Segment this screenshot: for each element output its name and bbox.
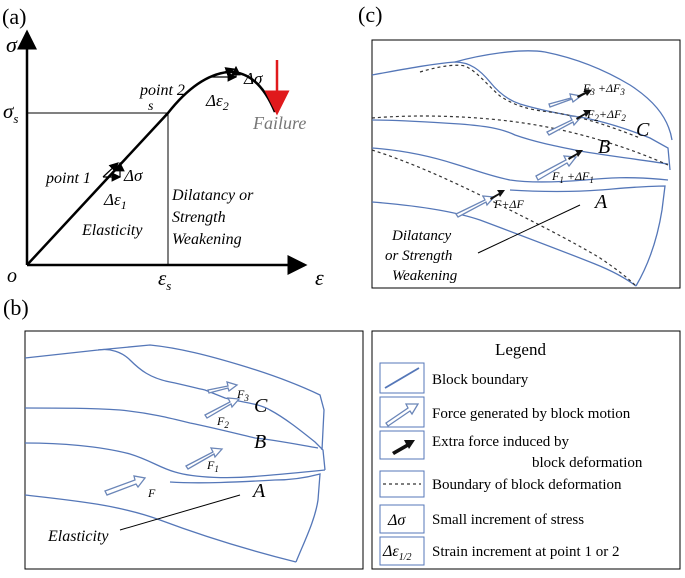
boundary-c-top	[371, 61, 671, 171]
panel-c-frame	[371, 39, 681, 289]
legend-swatch-4	[379, 470, 425, 498]
boundary-c-lower	[509, 185, 666, 287]
force-arrow-F3	[207, 381, 239, 394]
legend-swatch-2	[379, 396, 425, 428]
point1-deps-label: Δε1	[103, 190, 127, 212]
block-B-label-b: B	[254, 431, 266, 453]
force-arrow-F1-dF1	[535, 155, 578, 181]
force-F-label: F	[147, 486, 156, 500]
legend-extra-force-symbol	[392, 440, 415, 455]
point1-tangent-arrow	[102, 162, 119, 178]
panel-c-blocks	[371, 50, 673, 287]
s-label: s	[148, 99, 154, 114]
boundary-b-lower	[169, 473, 321, 563]
point2-dsigma-label: Δσ	[243, 69, 263, 88]
deform-c-2	[371, 115, 669, 166]
force-arrow-F1	[185, 447, 224, 470]
legend-title: Legend	[495, 340, 546, 359]
panel-c-forces	[455, 93, 583, 218]
block-C-label-c: C	[636, 119, 650, 141]
block-B-label-c: B	[598, 136, 610, 158]
force-arrow-F3-dF3	[548, 93, 583, 108]
panel-b-label: (b)	[3, 295, 29, 320]
boundary-c-mid2	[371, 147, 669, 183]
deform-c-3	[371, 149, 637, 287]
boundary-c-outer	[454, 50, 673, 141]
block-A-label-c: A	[593, 191, 608, 213]
panel-c-deformation-boundaries	[371, 64, 669, 287]
deform-c-1	[419, 64, 641, 139]
force-arrow-F2-dF2	[546, 115, 583, 136]
legend-swatch-1	[379, 362, 425, 394]
panel-a: (a) σ o ε σs εs point 1 Δσ Δε1 point 2 s…	[2, 4, 324, 293]
force-F3-label: F3	[236, 387, 249, 403]
legend: Legend Block boundary Force generated by…	[371, 330, 681, 570]
boundary-c-mid1	[371, 119, 669, 165]
legend-item-block-boundary: Block boundary	[432, 372, 529, 388]
panel-a-label: (a)	[2, 4, 26, 29]
legend-item-extra-force-1: Extra force induced by	[432, 434, 570, 450]
force-arrow-F2	[204, 397, 241, 419]
panel-c-extra-forces	[490, 89, 592, 200]
point1-dsigma-label: Δσ	[123, 166, 143, 185]
x-axis-label: ε	[315, 265, 324, 290]
elasticity-pointer-b	[119, 494, 241, 531]
boundary-c-base	[371, 201, 637, 287]
legend-deps-symbol: Δε1/2	[382, 543, 411, 563]
legend-item-extra-force-2: block deformation	[532, 455, 643, 471]
legend-item-deformation-boundary: Boundary of block deformation	[432, 477, 622, 493]
force-F-dF-label: F+ΔF	[493, 197, 524, 211]
extra-force-3	[576, 110, 591, 120]
block-A-label-b: A	[251, 480, 266, 502]
legend-force-symbol	[385, 403, 420, 427]
panel-c: (c) F+ΔF F1 +ΔF1 F2+ΔF2	[358, 2, 681, 289]
origin-label: o	[7, 265, 17, 287]
dilatancy-label-a: Dilatancy or Strength Weakening	[171, 187, 257, 248]
block-C-label-b: C	[254, 395, 268, 417]
point1-label: point 1	[45, 170, 91, 187]
boundary-b-mid2	[24, 442, 326, 479]
failure-label: Failure	[252, 113, 306, 133]
legend-dsigma-symbol: Δσ	[387, 512, 406, 529]
force-F1-dF1-label: F1 +ΔF1	[551, 169, 594, 185]
eps-s-label: εs	[158, 266, 171, 293]
elasticity-label-b: Elasticity	[47, 528, 109, 545]
point2-tangent-arrow	[209, 67, 236, 78]
sigma-s-label: σs	[3, 99, 18, 126]
boundary-b-base	[24, 494, 297, 563]
force-arrow-F-dF	[455, 195, 496, 218]
force-F2-dF2-label: F2+ΔF2	[586, 107, 626, 123]
panel-b-blocks	[24, 344, 326, 563]
boundary-b-outer	[97, 344, 325, 451]
point2-label: point 2	[139, 82, 185, 99]
legend-item-force: Force generated by block motion	[432, 406, 631, 422]
legend-swatch-3	[379, 430, 425, 460]
legend-swatch-5	[379, 504, 425, 534]
force-F3-dF3-label: F3 +ΔF3	[582, 81, 625, 97]
legend-frame	[371, 330, 681, 570]
panel-c-label: (c)	[358, 2, 382, 27]
elasticity-label-a: Elasticity	[81, 222, 143, 239]
boundary-b-mid1	[24, 407, 319, 449]
force-F2-label: F2	[216, 414, 229, 430]
legend-item-stress-increment: Small increment of stress	[432, 512, 584, 528]
force-F1-label: F1	[206, 458, 219, 474]
extra-force-1	[490, 190, 505, 200]
panel-b-frame	[24, 330, 364, 570]
boundary-b-top	[24, 348, 326, 471]
legend-swatch-6	[379, 536, 425, 566]
panel-b: (b) F F1 F2 F3 C B A Elasticity	[3, 295, 364, 570]
legend-block-boundary-symbol	[384, 367, 420, 389]
legend-item-strain-increment: Strain increment at point 1 or 2	[432, 544, 619, 560]
dilatancy-label-c: Dilatancy or Strength Weakening	[385, 228, 458, 284]
y-axis-label: σ	[6, 32, 18, 57]
force-arrow-F	[104, 475, 147, 496]
extra-force-4	[577, 89, 592, 98]
extra-force-2	[568, 150, 583, 160]
point2-deps-label: Δε2	[205, 91, 229, 113]
dilatancy-pointer-c	[477, 204, 581, 254]
panel-b-forces	[104, 381, 241, 496]
